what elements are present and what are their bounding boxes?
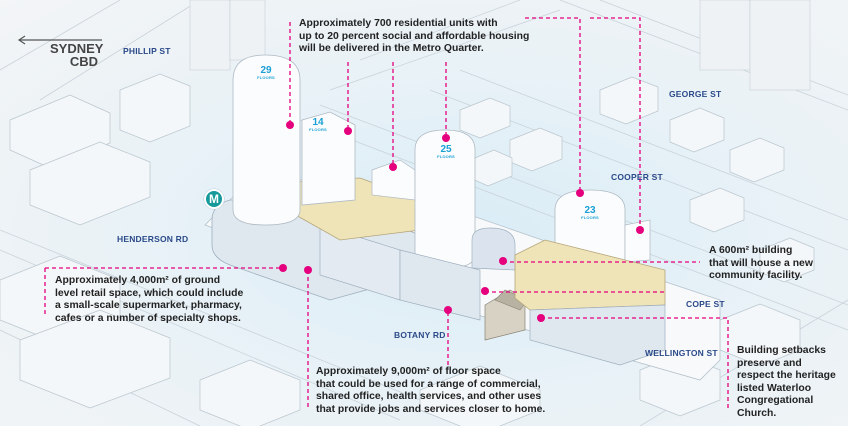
callout-line: Approximately 700 residential units with [299, 18, 498, 29]
callout-line: Approximately 4,000m² of ground [55, 275, 221, 286]
callout-line: Approximately 9,000m² of floor space [316, 366, 501, 377]
marker-tower-25 [442, 134, 450, 142]
leader-lines [44, 17, 729, 410]
callout-line: Building setbacks [737, 345, 826, 356]
community-building [471, 227, 516, 271]
metro-letter: M [209, 192, 219, 206]
sydney-cbd-direction: SYDNEY CBD [50, 42, 103, 69]
floors-caption: FLOORS [581, 215, 599, 220]
metro-station-icon: M [204, 189, 224, 209]
callout-line: that provide jobs and services closer to… [316, 403, 546, 415]
podium-east [529, 304, 666, 366]
callout-line: that will house a new [709, 257, 813, 269]
direction-line2: CBD [69, 54, 98, 69]
callout-line: community facility. [709, 270, 803, 282]
floors-label-29: 29 FLOORS [254, 66, 278, 80]
street-label-cooper: COOPER ST [611, 172, 663, 182]
marker-floor-space [444, 306, 452, 314]
tower-29-floors [232, 54, 301, 226]
callout-line: a small-scale supermarket, pharmacy, [55, 300, 242, 312]
street-label-cope: COPE ST [686, 299, 725, 309]
callout-line: preserve and [737, 357, 802, 369]
marker-tower-east [636, 226, 644, 234]
callout-line: Church. [737, 407, 777, 419]
marker-tower-23 [576, 189, 584, 197]
background-buildings [0, 73, 815, 426]
callout-line: shared office, health services, and othe… [316, 391, 542, 403]
tower-14-floors [301, 111, 356, 206]
marker-retail-1 [279, 264, 287, 272]
callout-heritage: Building setbacks preserve and respect t… [737, 345, 847, 421]
street-label-botany: BOTANY RD [394, 330, 446, 340]
marker-podium-east [481, 287, 489, 295]
callout-community: A 600m² building that will house a new c… [709, 245, 839, 283]
arrow-left-icon [17, 35, 102, 45]
street-label-george: GEORGE ST [669, 89, 722, 99]
callout-retail: Approximately 4,000m² of ground level re… [55, 275, 265, 325]
street-label-henderson: HENDERSON RD [117, 234, 189, 244]
callout-line: will be delivered in the Metro Quarter. [299, 43, 484, 55]
floors-label-23: 23 FLOORS [578, 206, 602, 220]
cbd-towers [189, 0, 811, 91]
floors-number: 29 [260, 65, 272, 76]
street-label-wellington: WELLINGTON ST [645, 348, 718, 358]
marker-tower-14 [344, 127, 352, 135]
callout-residential: Approximately 700 residential units with… [299, 18, 559, 56]
direction-line1: SYDNEY [50, 41, 104, 56]
callout-line: that could be used for a range of commer… [316, 378, 541, 390]
street-label-phillip: PHILLIP ST [123, 46, 171, 56]
marker-tower-29 [286, 121, 294, 129]
callout-line: up to 20 percent social and affordable h… [299, 30, 530, 42]
callout-line: listed Waterloo [737, 382, 812, 394]
floors-number: 25 [440, 144, 452, 155]
marker-retail-2 [304, 266, 312, 274]
callout-line: respect the heritage [737, 370, 836, 382]
marker-heritage [537, 314, 545, 322]
floors-caption: FLOORS [437, 154, 455, 159]
callout-line: Congregational [737, 395, 814, 407]
floors-caption: FLOORS [257, 75, 275, 80]
callout-line: cafes or a number of specialty shops. [55, 312, 241, 324]
callout-line: level retail space, which could include [55, 287, 244, 299]
floors-label-14: 14 FLOORS [306, 118, 330, 132]
callout-line: A 600m² building [709, 245, 793, 256]
marker-low-block [389, 163, 397, 171]
floors-label-25: 25 FLOORS [434, 145, 458, 159]
floors-caption: FLOORS [309, 127, 327, 132]
marker-community [499, 257, 507, 265]
heritage-church [484, 289, 529, 341]
floors-number: 23 [584, 205, 596, 216]
callout-floor-space: Approximately 9,000m² of floor space tha… [316, 366, 576, 416]
floors-number: 14 [312, 117, 324, 128]
block-central [399, 249, 481, 321]
